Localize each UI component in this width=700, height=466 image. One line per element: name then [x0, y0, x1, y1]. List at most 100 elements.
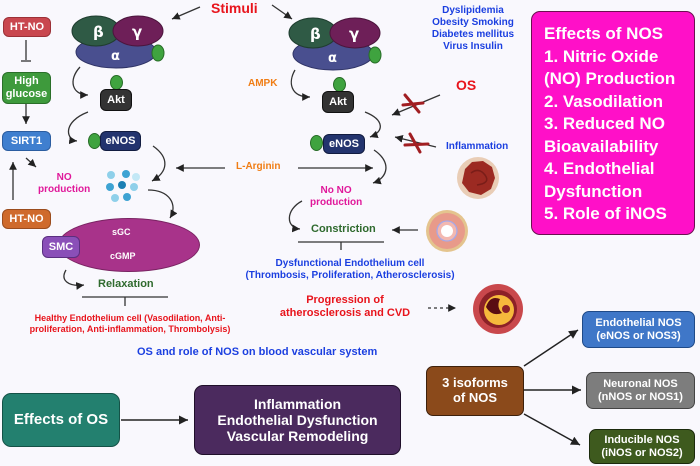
- no-molecules-icon: [106, 170, 140, 202]
- sgc-label: sGC: [112, 227, 131, 237]
- risk-factors-label: Dyslipidemia Obesity Smoking Diabetes me…: [413, 5, 533, 53]
- alpha-subunit-right: α: [328, 51, 337, 66]
- effects-of-nos-panel: Effects of NOS 1. Nitric Oxide (NO) Prod…: [531, 11, 695, 235]
- stimuli-label: Stimuli: [211, 0, 258, 16]
- progression-line2: atherosclerosis and CVD: [279, 307, 411, 320]
- neuronal-nos-box: Neuronal NOS (nNOS or NOS1): [586, 372, 695, 409]
- alpha-subunit: α: [111, 49, 120, 64]
- beta-subunit-right: β: [310, 25, 321, 43]
- endothelial-nos-box: Endothelial NOS (eNOS or NOS3): [582, 311, 695, 348]
- ht-no-box-top: HT-NO: [3, 17, 51, 37]
- outcome-endothelial-dysfunction: Endothelial Dysfunction: [217, 411, 378, 428]
- risk-line3: Diabetes mellitus: [431, 29, 515, 40]
- g-protein-complex-right: β γ α: [288, 17, 382, 71]
- risk-line4: Virus Insulin: [443, 41, 503, 52]
- no-production-line1: NO: [56, 172, 72, 183]
- neuronal-line2: (nNOS or NOS1): [598, 390, 683, 403]
- os-outcomes-box: Inflammation Endothelial Dysfunction Vas…: [194, 385, 401, 455]
- ampk-label: AMPK: [248, 78, 278, 89]
- arrow-stimuli-right: [271, 4, 293, 20]
- diagram-caption: OS and role of NOS on blood vascular sys…: [137, 346, 378, 358]
- effects-nos-line: 3. Reduced NO: [544, 114, 665, 133]
- endothelial-line2: (eNOS or NOS3): [596, 329, 681, 342]
- sirt1-box: SIRT1: [2, 131, 51, 151]
- healthy-endothelium-label: Healthy Endothelium cell (Vasodilation, …: [10, 313, 250, 335]
- arrow-inducible: [523, 413, 581, 446]
- arrow-endothelial: [523, 329, 579, 367]
- endothelial-line1: Endothelial NOS: [595, 316, 682, 329]
- high-glucose-line2: glucose: [5, 88, 48, 100]
- cgmp-label: cGMP: [110, 251, 136, 261]
- smc-box: SMC: [42, 236, 80, 258]
- effects-nos-line: 1. Nitric Oxide: [544, 46, 659, 66]
- arrow-enos-no: [151, 145, 166, 182]
- gamma-subunit-right: γ: [349, 25, 359, 43]
- dysfunctional-line1: Dysfunctional Endothelium cell: [275, 258, 425, 269]
- effects-nos-line: Bioavailability: [544, 136, 659, 156]
- relaxation-label: Relaxation: [98, 278, 154, 290]
- arrow-akt-enos-right: [364, 111, 381, 139]
- smc-ellipse: [58, 218, 200, 272]
- inflamed-tissue-icon: [457, 157, 499, 199]
- dysfunctional-line2: (Thrombosis, Proliferation, Atherosclero…: [245, 270, 455, 281]
- arrow-akt-enos: [67, 111, 89, 145]
- outcome-inflammation: Inflammation: [253, 395, 342, 412]
- blood-vessel-icon: [426, 210, 468, 252]
- outcome-vascular-remodeling: Vascular Remodeling: [226, 428, 369, 445]
- isoforms-line2: of NOS: [452, 390, 498, 405]
- phosphate-akt-left: [110, 75, 123, 90]
- healthy-line1: Healthy Endothelium cell (Vasodilation, …: [34, 313, 226, 323]
- akt-box-right: Akt: [322, 91, 354, 113]
- effects-of-os-box: Effects of OS: [2, 393, 120, 447]
- akt-box-left: Akt: [100, 89, 132, 111]
- g-protein-complex-left: β γ α: [71, 15, 165, 69]
- no-production-label: NO production: [38, 172, 90, 196]
- beta-subunit: β: [93, 23, 104, 41]
- arrow-sirt1-no: [25, 157, 37, 168]
- arrow-enos-nono: [372, 149, 387, 185]
- arrow-no-smc: [147, 189, 178, 219]
- no-production-line2: production: [38, 184, 91, 195]
- dysfunctional-endothelium-label: Dysfunctional Endothelium cell (Thrombos…: [230, 258, 470, 282]
- gamma-subunit: γ: [132, 23, 142, 41]
- high-glucose-box: High glucose: [2, 72, 51, 104]
- effects-nos-line: Dysfunction: [544, 181, 643, 201]
- high-glucose-line1: High: [14, 75, 39, 88]
- risk-line1: Dyslipidemia: [442, 5, 504, 16]
- phosphate-enos-right: [310, 135, 323, 151]
- isoforms-line1: 3 isoforms: [442, 375, 508, 391]
- inducible-line1: Inducible NOS: [604, 433, 680, 446]
- ht-no-box-bottom: HT-NO: [2, 209, 51, 229]
- risk-line2: Obesity Smoking: [432, 17, 514, 28]
- no-no-line1: No NO: [320, 185, 352, 196]
- enos-box-right: eNOS: [323, 134, 365, 154]
- effects-nos-title: Effects of NOS: [544, 24, 664, 43]
- arrow-g-akt: [72, 66, 89, 99]
- l-arginin-label: L-Arginin: [236, 161, 281, 172]
- effects-nos-line: 5. Role of iNOS: [544, 204, 667, 223]
- healthy-line2: proliferation, Anti-inflammation, Thromb…: [29, 323, 231, 334]
- effects-nos-line: 2. Vasodilation: [544, 91, 664, 111]
- inducible-line2: (iNOS or NOS2): [601, 446, 683, 459]
- nos-isoforms-box: 3 isoforms of NOS: [426, 366, 524, 416]
- no-no-production-label: No NO production: [310, 185, 362, 209]
- arrow-stimuli-left: [171, 6, 201, 20]
- enos-box-left: eNOS: [100, 131, 141, 151]
- x-mark-inflammation: [408, 132, 422, 154]
- os-label: OS: [456, 77, 477, 93]
- progression-label: Progression of atherosclerosis and CVD: [270, 294, 420, 320]
- neuronal-line1: Neuronal NOS: [603, 377, 678, 390]
- phosphate-akt-right: [333, 77, 346, 92]
- constriction-label: Constriction: [311, 223, 376, 235]
- arrow-g-akt-right: [290, 69, 311, 101]
- arrow-smc-relax: [63, 269, 85, 290]
- arrow-nono-constr: [288, 200, 303, 233]
- progression-line1: Progression of: [306, 294, 384, 306]
- effects-nos-line: (NO) Production: [544, 69, 676, 88]
- effects-nos-line: 4. Endothelial: [544, 159, 655, 178]
- inducible-nos-box: Inducible NOS (iNOS or NOS2): [589, 429, 695, 464]
- inflammation-label: Inflammation: [446, 141, 509, 152]
- no-no-line2: production: [310, 197, 363, 208]
- atherosclerotic-artery-icon: [473, 284, 523, 334]
